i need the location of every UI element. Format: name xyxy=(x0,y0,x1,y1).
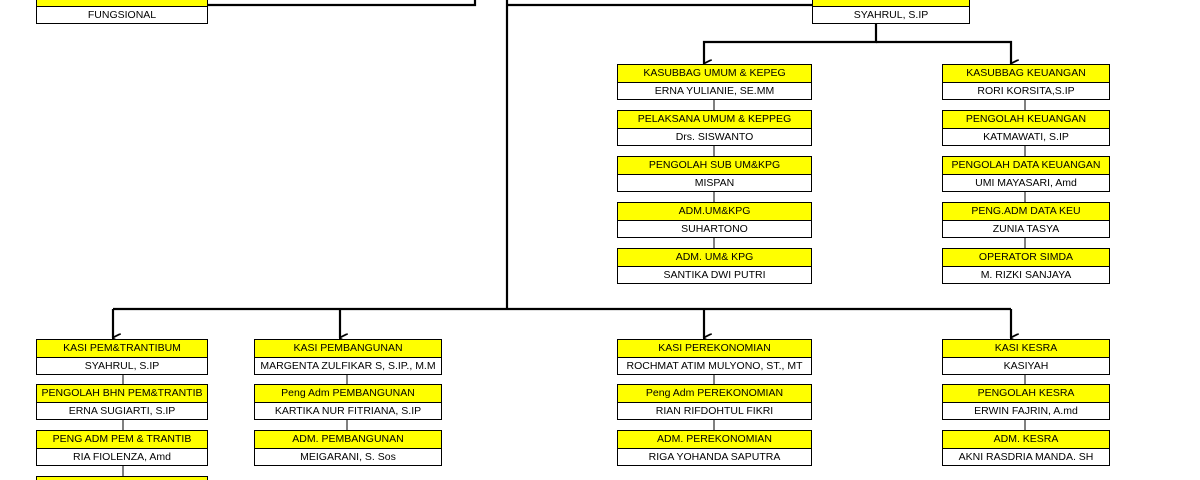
position-box-pelaksana-umum: PELAKSANA UMUM & KEPPEG Drs. SISWANTO xyxy=(617,110,812,146)
position-title: PENG.ADM DATA KEU xyxy=(943,203,1109,221)
position-title: KASI PEMBANGUNAN xyxy=(255,340,441,358)
position-title: KASUBBAG UMUM & KEPEG xyxy=(618,65,811,83)
person-name: KASIYAH xyxy=(1003,360,1049,372)
position-title: PENGOLAH KEUANGAN xyxy=(943,111,1109,129)
position-box-kasi-pembangunan: KASI PEMBANGUNAN MARGENTA ZULFIKAR S, S.… xyxy=(254,339,442,375)
position-title: PENGOLAH KESRA xyxy=(943,385,1109,403)
person-name: KARTIKA NUR FITRIANA, S.IP xyxy=(274,405,422,417)
position-title: ADM. UM& KPG xyxy=(618,249,811,267)
position-box-adm-perekonomian: ADM. PEREKONOMIAN RIGA YOHANDA SAPUTRA xyxy=(617,430,812,466)
person-name: ROCHMAT ATIM MULYONO, ST., MT xyxy=(626,360,803,372)
position-box-kasubbag-keuangan: KASUBBAG KEUANGAN RORI KORSITA,S.IP xyxy=(942,64,1110,100)
position-title: PENGOLAH SUB UM&KPG xyxy=(618,157,811,175)
person-name: UMI MAYASARI, Amd xyxy=(975,177,1077,189)
position-box-pengolah-keuangan: PENGOLAH KEUANGAN KATMAWATI, S.IP xyxy=(942,110,1110,146)
position-title: ADM. PEMBANGUNAN xyxy=(255,431,441,449)
position-box-adm-pembangunan: ADM. PEMBANGUNAN MEIGARANI, S. Sos xyxy=(254,430,442,466)
position-box-pengolah-pem-trantib: PENGOLAH BHN PEM&TRANTIB ERNA SUGIARTI, … xyxy=(36,384,208,420)
person-name: RIA FIOLENZA, Amd xyxy=(72,451,172,463)
position-box-kasubbag-umum: KASUBBAG UMUM & KEPEG ERNA YULIANIE, SE.… xyxy=(617,64,812,100)
position-box-sekretaris: SYAHRUL, S.IP xyxy=(812,0,970,24)
position-title: KASI KESRA xyxy=(943,340,1109,358)
position-box-pengolah-data-keuangan: PENGOLAH DATA KEUANGAN UMI MAYASARI, Amd xyxy=(942,156,1110,192)
position-title xyxy=(813,0,969,7)
position-box-peng-adm-perekonomian: Peng Adm PEREKONOMIAN RIAN RIFDOHTUL FIK… xyxy=(617,384,812,420)
position-box-fungsional: FUNGSIONAL xyxy=(36,0,208,24)
position-box-adm-umum-2: ADM. UM& KPG SANTIKA DWI PUTRI xyxy=(617,248,812,284)
position-title: ADM.UM&KPG xyxy=(618,203,811,221)
person-name: ZUNIA TASYA xyxy=(992,223,1060,235)
position-title: KASI PEREKONOMIAN xyxy=(618,340,811,358)
position-box-pengolah-kesra: PENGOLAH KESRA ERWIN FAJRIN, A.md xyxy=(942,384,1110,420)
position-box-pengolah-sub-umum: PENGOLAH SUB UM&KPG MISPAN xyxy=(617,156,812,192)
position-title: KASUBBAG KEUANGAN xyxy=(943,65,1109,83)
position-title: PELAKSANA UMUM & KEPPEG xyxy=(618,111,811,129)
position-box-adm-kesra: ADM. KESRA AKNI RASDRIA MANDA. SH xyxy=(942,430,1110,466)
position-title: PENG ADM PEM & TRANTIB xyxy=(37,431,207,449)
person-name: RIGA YOHANDA SAPUTRA xyxy=(648,451,781,463)
person-name: RORI KORSITA,S.IP xyxy=(977,85,1075,97)
person-name: AKNI RASDRIA MANDA. SH xyxy=(958,451,1094,463)
position-box-kasi-pem-trantibum: KASI PEM&TRANTIBUM SYAHRUL, S.IP xyxy=(36,339,208,375)
position-title: KASI PEM&TRANTIBUM xyxy=(37,340,207,358)
person-name: Drs. SISWANTO xyxy=(675,131,754,143)
position-box-partial xyxy=(36,476,208,480)
position-box-operator-simda: OPERATOR SIMDA M. RIZKI SANJAYA xyxy=(942,248,1110,284)
position-box-peng-adm-pem-trantib: PENG ADM PEM & TRANTIB RIA FIOLENZA, Amd xyxy=(36,430,208,466)
person-name: MEIGARANI, S. Sos xyxy=(300,451,396,463)
position-title: PENGOLAH BHN PEM&TRANTIB xyxy=(37,385,207,403)
position-box-kasi-kesra: KASI KESRA KASIYAH xyxy=(942,339,1110,375)
person-name: KATMAWATI, S.IP xyxy=(983,131,1069,143)
position-title xyxy=(37,0,207,7)
position-title: Peng Adm PEREKONOMIAN xyxy=(618,385,811,403)
position-box-peng-adm-pembangunan: Peng Adm PEMBANGUNAN KARTIKA NUR FITRIAN… xyxy=(254,384,442,420)
position-box-adm-umum-1: ADM.UM&KPG SUHARTONO xyxy=(617,202,812,238)
person-name: MISPAN xyxy=(694,177,735,189)
position-box-peng-adm-data-keu: PENG.ADM DATA KEU ZUNIA TASYA xyxy=(942,202,1110,238)
person-name: M. RIZKI SANJAYA xyxy=(980,269,1072,281)
position-box-kasi-perekonomian: KASI PEREKONOMIAN ROCHMAT ATIM MULYONO, … xyxy=(617,339,812,375)
position-title: ADM. PEREKONOMIAN xyxy=(618,431,811,449)
person-name: SANTIKA DWI PUTRI xyxy=(663,269,766,281)
person-name: FUNGSIONAL xyxy=(87,9,157,21)
position-title: Peng Adm PEMBANGUNAN xyxy=(255,385,441,403)
person-name: SYAHRUL, S.IP xyxy=(853,9,929,21)
person-name: RIAN RIFDOHTUL FIKRI xyxy=(655,405,774,417)
person-name: ERNA YULIANIE, SE.MM xyxy=(654,85,775,97)
person-name: SYAHRUL, S.IP xyxy=(84,360,160,372)
person-name: SUHARTONO xyxy=(681,223,748,235)
person-name: ERWIN FAJRIN, A.md xyxy=(974,405,1078,417)
position-title: ADM. KESRA xyxy=(943,431,1109,449)
person-name: MARGENTA ZULFIKAR S, S.IP., M.M xyxy=(260,360,436,372)
position-title: PENGOLAH DATA KEUANGAN xyxy=(943,157,1109,175)
position-title: OPERATOR SIMDA xyxy=(943,249,1109,267)
person-name: ERNA SUGIARTI, S.IP xyxy=(68,405,176,417)
